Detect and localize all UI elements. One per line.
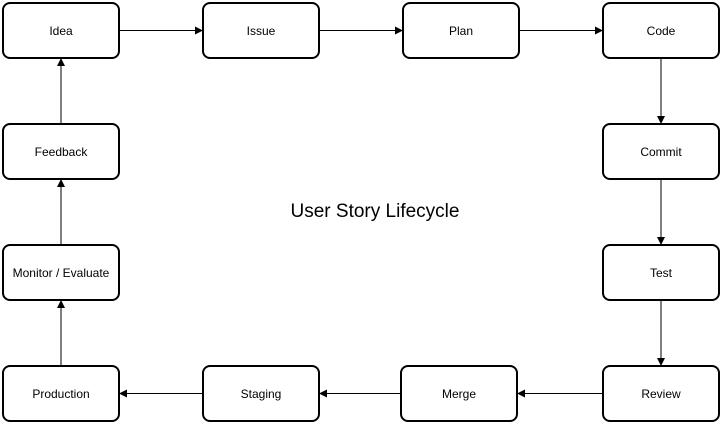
- node-code-label: Code: [646, 23, 676, 38]
- node-production[interactable]: Production: [2, 365, 120, 422]
- node-monitor-evaluate[interactable]: Monitor / Evaluate: [2, 244, 120, 301]
- node-plan[interactable]: Plan: [402, 2, 520, 59]
- node-test-label: Test: [649, 265, 672, 280]
- node-monitor-evaluate-label: Monitor / Evaluate: [12, 265, 110, 280]
- node-idea-label: Idea: [49, 23, 73, 38]
- node-staging-label: Staging: [240, 386, 282, 401]
- node-test[interactable]: Test: [602, 244, 720, 301]
- node-merge-label: Merge: [441, 386, 476, 401]
- node-production-label: Production: [32, 386, 90, 401]
- node-review[interactable]: Review: [602, 365, 720, 422]
- node-merge[interactable]: Merge: [400, 365, 518, 422]
- node-issue[interactable]: Issue: [202, 2, 320, 59]
- node-staging[interactable]: Staging: [202, 365, 320, 422]
- node-commit[interactable]: Commit: [602, 123, 720, 180]
- node-plan-label: Plan: [448, 23, 474, 38]
- node-commit-label: Commit: [640, 144, 682, 159]
- diagram-title: User Story Lifecycle: [290, 201, 460, 222]
- node-issue-label: Issue: [246, 23, 276, 38]
- node-feedback-label: Feedback: [34, 144, 88, 159]
- node-code[interactable]: Code: [602, 2, 720, 59]
- node-review-label: Review: [641, 386, 681, 401]
- node-feedback[interactable]: Feedback: [2, 123, 120, 180]
- node-idea[interactable]: Idea: [2, 2, 120, 59]
